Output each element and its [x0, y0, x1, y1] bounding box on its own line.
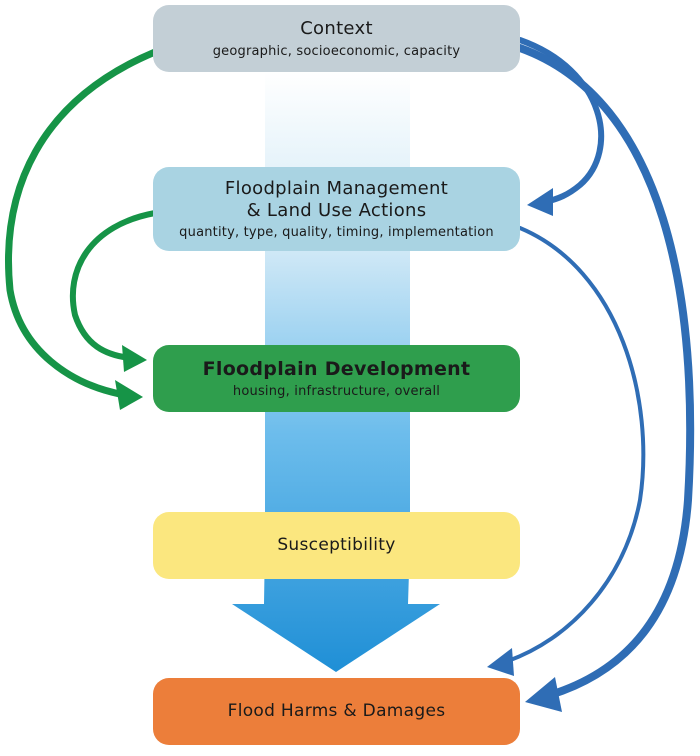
susceptibility-box: Susceptibility — [153, 512, 520, 579]
development-box: Floodplain Development housing, infrastr… — [153, 345, 520, 412]
management-title-line1: Floodplain Management — [224, 178, 449, 200]
green-arrow-context-to-development — [5, 48, 159, 399]
green-arrowhead-2 — [122, 345, 147, 372]
development-title: Floodplain Development — [202, 357, 471, 380]
harms-title: Flood Harms & Damages — [227, 701, 446, 722]
management-subtitle: quantity, type, quality, timing, impleme… — [179, 224, 494, 240]
blue-arrow-context-to-management — [517, 37, 605, 205]
green-arrow-management-to-development — [69, 210, 158, 361]
context-title: Context — [300, 18, 373, 40]
management-title-line2: & Land Use Actions — [246, 200, 427, 221]
context-subtitle: geographic, socioeconomic, capacity — [212, 43, 461, 59]
management-box: Floodplain Management & Land Use Actions… — [153, 167, 520, 251]
blue-arrow-context-to-harms — [516, 44, 695, 699]
context-box: Context geographic, socioeconomic, capac… — [153, 5, 520, 72]
blue-arrowhead-2 — [525, 677, 562, 712]
blue-arrowhead-1 — [527, 188, 553, 216]
blue-arrow-management-to-harms — [503, 226, 646, 664]
harms-box: Flood Harms & Damages — [153, 678, 520, 745]
green-arrowhead-1 — [115, 380, 143, 410]
susceptibility-title: Susceptibility — [277, 535, 396, 556]
development-subtitle: housing, infrastructure, overall — [232, 384, 441, 400]
blue-arrowhead-3 — [487, 648, 514, 676]
